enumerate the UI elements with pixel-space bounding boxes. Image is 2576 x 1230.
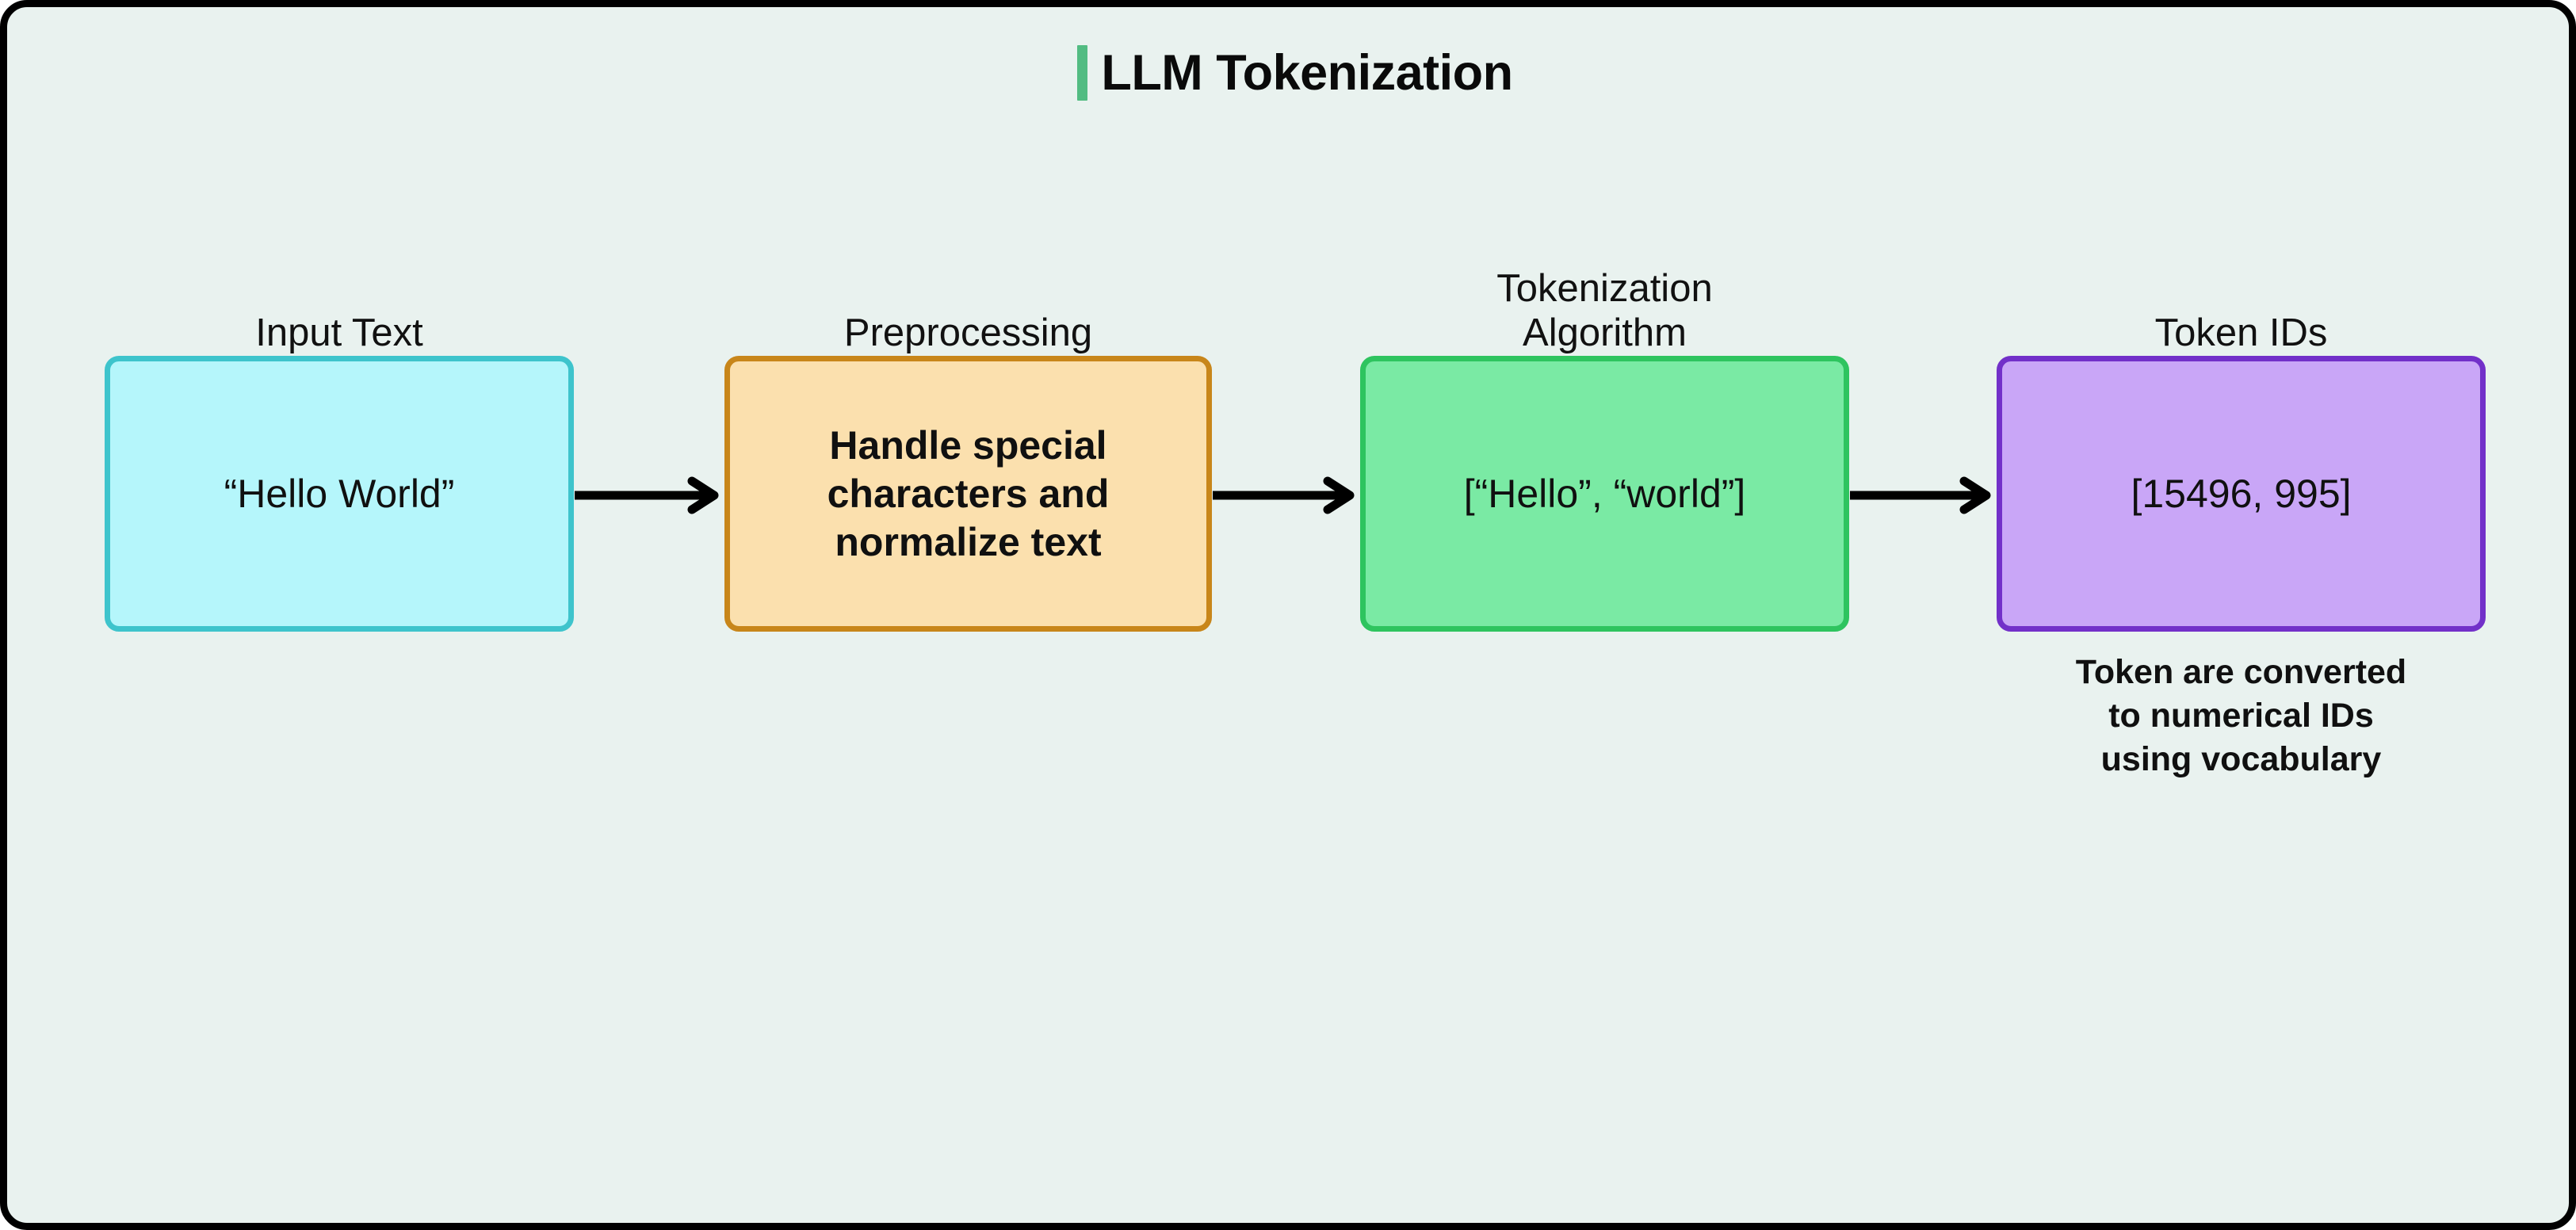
box-preprocessing[interactable]: Handle special characters and normalize … (724, 356, 1212, 632)
box-input-text[interactable]: “Hello World” (105, 356, 574, 632)
box-text-token-ids: [15496, 995] (2131, 471, 2352, 516)
stage-tokenization-algorithm: Tokenization Algorithm [“Hello”, “world”… (1360, 267, 1849, 632)
page-title: LLM Tokenization (1101, 44, 1513, 101)
box-token-ids[interactable]: [15496, 995] (1997, 356, 2486, 632)
stage-preprocessing: Preprocessing Handle special characters … (724, 311, 1212, 632)
stage-label-input-text: Input Text (255, 311, 423, 355)
box-text-input-text: “Hello World” (224, 471, 455, 516)
stage-label-preprocessing: Preprocessing (843, 311, 1093, 355)
stage-label-token-ids: Token IDs (2154, 311, 2328, 355)
arrow-tokenization-to-token-ids (1850, 476, 1996, 514)
arrow-preprocessing-to-tokenization (1213, 476, 1359, 514)
stage-input-text: Input Text “Hello World” (105, 311, 574, 632)
stage-token-ids: Token IDs [15496, 995] Token are convert… (1997, 311, 2486, 778)
diagram-title: LLM Tokenization (7, 39, 2569, 107)
caption-token-ids: Token are converted to numerical IDs usi… (2075, 653, 2407, 779)
box-text-tokenization-algorithm: [“Hello”, “world”] (1463, 471, 1746, 516)
stage-label-tokenization-algorithm: Tokenization Algorithm (1496, 267, 1713, 355)
box-tokenization-algorithm[interactable]: [“Hello”, “world”] (1360, 356, 1849, 632)
box-text-preprocessing: Handle special characters and normalize … (827, 422, 1110, 564)
title-accent-bar (1077, 45, 1088, 101)
arrow-input-to-preprocessing (575, 476, 724, 514)
tokenization-flow: Input Text “Hello World” Preprocessing H… (7, 267, 2569, 895)
